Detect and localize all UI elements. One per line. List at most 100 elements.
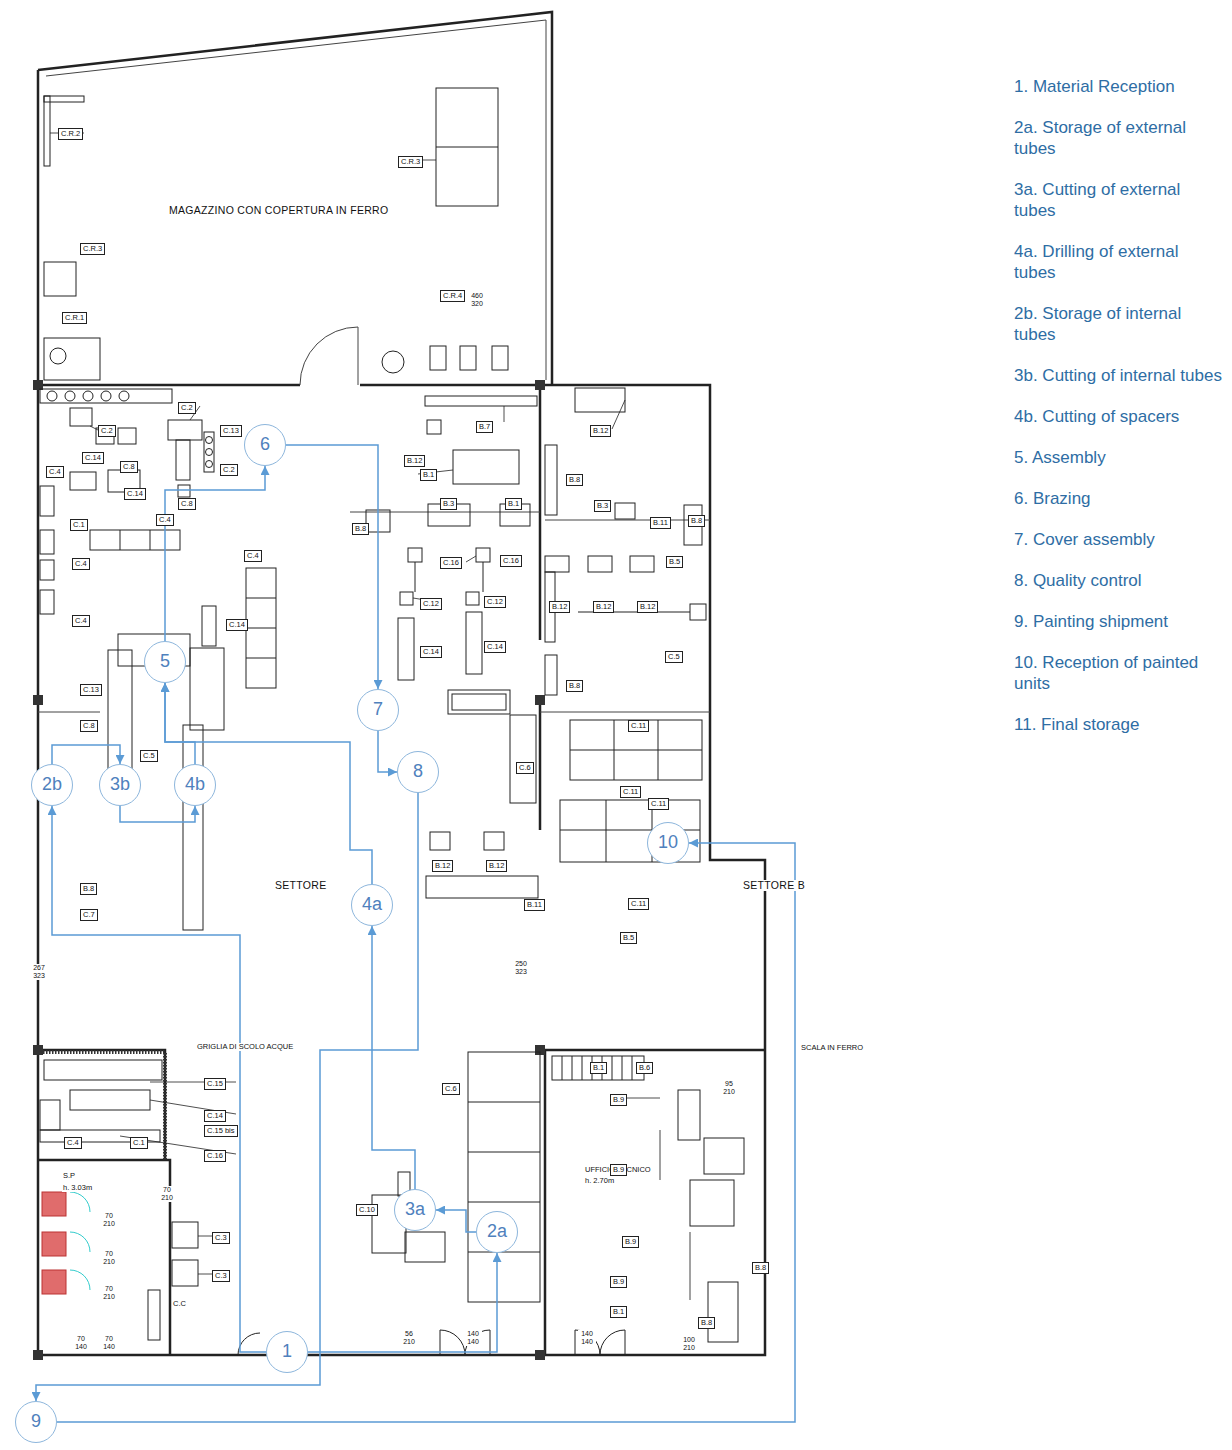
equipment-outline <box>484 832 504 850</box>
step-circle: 4b <box>174 764 216 806</box>
legend-text: 10. Reception of painted units <box>1014 653 1198 693</box>
equipment-outline <box>510 715 536 803</box>
equipment-outline <box>430 346 446 370</box>
equipment-tag: C.16 <box>440 557 462 569</box>
step-circle: 3a <box>394 1189 436 1231</box>
equipment-tag: C.8 <box>120 461 138 473</box>
step-circle: 2b <box>31 764 73 806</box>
equipment-outline <box>70 1090 150 1110</box>
equipment-outline <box>44 262 76 296</box>
flow-arrow <box>165 683 195 764</box>
equipment-outline <box>408 548 422 562</box>
equipment-tag: C.2 <box>178 402 196 414</box>
flow-arrow <box>308 1253 497 1352</box>
equipment-tag: B.5 <box>666 556 683 568</box>
equipment-outline <box>40 1100 60 1130</box>
building-wall <box>38 12 552 385</box>
legend-entry: 7. Cover assembly <box>1014 529 1224 550</box>
equipment-outline <box>436 88 498 206</box>
toilet-fixture <box>42 1232 66 1256</box>
equipment-outline <box>119 391 129 401</box>
equipment-tag: C.16 <box>204 1150 226 1162</box>
equipment-tag: B.1 <box>610 1306 627 1318</box>
equipment-tag: C.6 <box>516 762 534 774</box>
door-swing <box>70 1232 90 1252</box>
leader-line <box>504 406 505 422</box>
flow-arrow <box>52 745 120 764</box>
equipment-tag: C.R.3 <box>80 243 105 255</box>
equipment-tag: B.8 <box>688 515 705 527</box>
equipment-outline <box>398 618 414 680</box>
legend-text: 3a. Cutting of external tubes <box>1014 180 1180 220</box>
door-swing <box>70 1192 90 1290</box>
equipment-tag: B.8 <box>752 1262 769 1274</box>
equipment-outline <box>83 391 93 401</box>
step-number: 1 <box>282 1342 292 1362</box>
equipment-outline <box>190 648 224 730</box>
equipment-outline <box>430 832 450 850</box>
equipment-outline <box>172 1222 198 1248</box>
equipment-outline <box>545 445 557 515</box>
room-note: GRIGLIA DI SCOLO ACQUE <box>196 1043 294 1051</box>
equipment-outline <box>575 1330 625 1355</box>
equipment-outline <box>40 530 54 554</box>
equipment-outline <box>40 590 54 614</box>
step-circle: 7 <box>357 689 399 731</box>
room-note: S.P <box>62 1172 76 1180</box>
equipment-tag: C.12 <box>420 598 442 610</box>
step-number: 2b <box>42 775 62 795</box>
equipment-tag: B.7 <box>476 421 493 433</box>
equipment-tag: B.3 <box>440 498 457 510</box>
equipment-tag: C.8 <box>80 720 98 732</box>
equipment-tag: C.R.3 <box>398 156 423 168</box>
equipment-outline <box>65 391 75 401</box>
equipment-tag: B.3 <box>594 500 611 512</box>
equipment-outline <box>50 348 66 364</box>
equipment-outline <box>101 391 111 401</box>
equipment-outline <box>448 690 510 714</box>
equipment-outline <box>575 388 625 412</box>
equipment-tag: C.R.2 <box>58 128 83 140</box>
inner-line <box>38 20 710 1300</box>
equipment-tag: C.14 <box>82 452 104 464</box>
equipment-outline <box>632 1056 633 1080</box>
equipment-outline <box>708 1282 738 1342</box>
step-number: 2a <box>487 1222 507 1242</box>
flow-arrow <box>57 843 795 1422</box>
dimension-label: 70 210 <box>158 1186 176 1202</box>
step-circle: 2a <box>476 1211 518 1253</box>
area-name: SETTORE <box>274 880 328 891</box>
leader-line <box>90 426 98 430</box>
equipment-tag: B.8 <box>566 474 583 486</box>
equipment-outline <box>118 428 136 444</box>
dimension-label: 250 323 <box>512 960 530 976</box>
equipment-outline <box>90 530 180 550</box>
equipment-outline <box>552 1056 644 1080</box>
equipment-tag: C.14 <box>124 488 146 500</box>
legend-list: 1. Material Reception2a. Storage of exte… <box>1014 76 1224 755</box>
equipment-tag: B.11 <box>524 899 545 911</box>
equipment-tag: C.11 <box>628 720 649 732</box>
equipment-tag: C.10 <box>356 1204 378 1216</box>
equipment-tag: C.4 <box>72 615 90 627</box>
equipment-outline <box>206 449 213 456</box>
legend-text: 1. Material Reception <box>1014 77 1175 96</box>
equipment-outline <box>678 1090 700 1140</box>
building-wall <box>38 70 765 1355</box>
equipment-outline <box>246 658 276 659</box>
equipment-outline <box>120 530 121 550</box>
building-wall <box>38 1050 170 1355</box>
equipment-tag: C.1 <box>130 1137 148 1149</box>
dimension-label: 460 320 <box>468 292 486 308</box>
equipment-tag: C.13 <box>220 425 242 437</box>
step-number: 4b <box>185 775 205 795</box>
equipment-outline <box>400 592 413 605</box>
equipment-outline <box>630 556 654 572</box>
equipment-outline <box>545 556 569 572</box>
step-number: 4a <box>362 895 382 915</box>
equipment-tag: B.12 <box>590 425 611 437</box>
room-note: h. 3.03m <box>62 1184 93 1192</box>
legend-entry: 11. Final storage <box>1014 714 1224 735</box>
area-name: MAGAZZINO CON COPERTURA IN FERRO <box>168 205 389 216</box>
building-wall <box>38 384 300 387</box>
